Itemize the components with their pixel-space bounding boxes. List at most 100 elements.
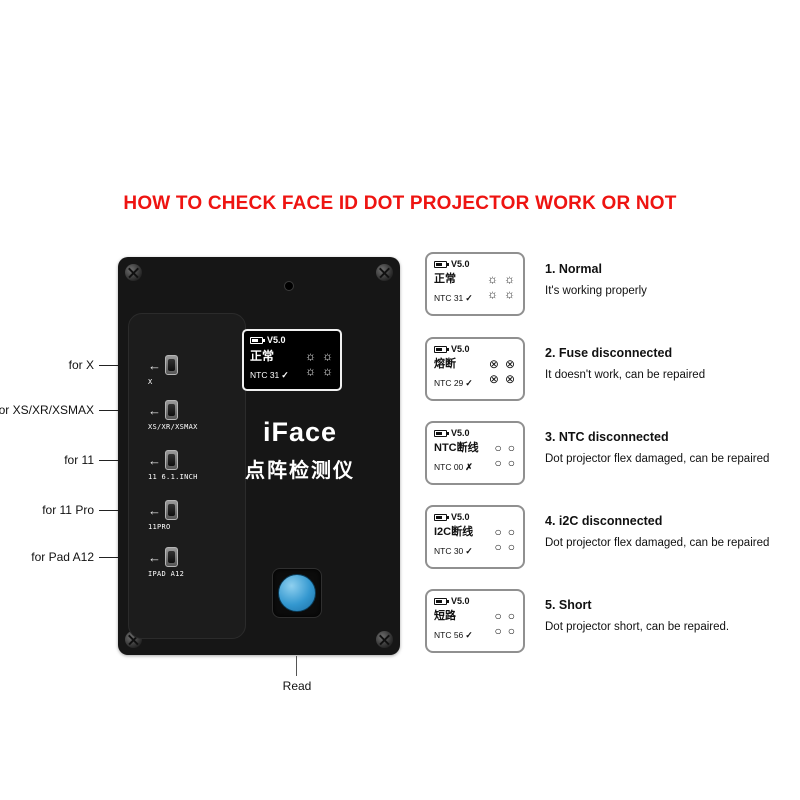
result-icon: ✗ xyxy=(465,461,473,472)
projector-icon: ☼ xyxy=(322,364,333,379)
callout-label: for X xyxy=(68,358,94,372)
projector-icon-grid: ○ ○ ○ ○ xyxy=(495,440,517,473)
screw-icon xyxy=(376,264,393,281)
projector-icon: ○ xyxy=(494,456,502,471)
callout-label: for 11 Pro xyxy=(42,503,94,517)
card-body: 短路 NTC 56✓ ○ ○ ○ ○ xyxy=(434,608,516,641)
card-body: 正常 NTC 31✓ ☼ ☼ ☼ ☼ xyxy=(434,271,516,304)
card-body: I2C断线 NTC 30✓ ○ ○ ○ ○ xyxy=(434,524,516,557)
battery-icon xyxy=(434,597,449,605)
projector-icon: ○ xyxy=(507,525,515,540)
card-readings: 熔断 NTC 29✓ xyxy=(434,356,473,389)
result-icon: ✓ xyxy=(465,292,473,303)
ntc-label: NTC 29 xyxy=(434,377,464,388)
case-description: Dot projector flex damaged, can be repai… xyxy=(545,537,770,549)
case-card-ntc: V5.0 NTC断线 NTC 00✗ ○ ○ ○ ○ xyxy=(425,421,525,485)
camera-hole xyxy=(284,281,294,291)
screw-icon xyxy=(376,631,393,648)
battery-icon xyxy=(250,336,265,344)
projector-icon: ☼ xyxy=(487,287,498,302)
port-row-xs-xr-xsmax: ← XS/XR/XSMAX xyxy=(148,399,248,431)
projector-icon-grid: ○ ○ ○ ○ xyxy=(495,524,517,557)
port-connector xyxy=(165,547,178,567)
card-header: V5.0 xyxy=(434,344,516,354)
battery-icon xyxy=(434,513,449,521)
port-row-ipad-a12: ← IPAD A12 xyxy=(148,546,248,578)
version-label: V5.0 xyxy=(267,335,286,345)
version-label: V5.0 xyxy=(451,259,470,269)
projector-icon: ☼ xyxy=(305,364,316,379)
projector-icon: ☼ xyxy=(305,348,316,363)
battery-icon xyxy=(434,260,449,268)
projector-icon: ☼ xyxy=(504,272,515,287)
port-row-11: ← 11 6.1.INCH xyxy=(148,449,248,481)
brand-label: iFace xyxy=(262,417,338,447)
ntc-row: NTC 56✓ xyxy=(434,630,473,641)
ntc-row: NTC 31✓ xyxy=(250,370,289,381)
left-arrow-icon: ← xyxy=(148,452,161,468)
read-button-dome xyxy=(278,574,316,612)
left-arrow-icon: ← xyxy=(148,402,161,418)
callout-label: for XS/XR/XSMAX xyxy=(0,403,94,417)
projector-icon: ○ xyxy=(507,624,515,639)
ntc-label: NTC 56 xyxy=(434,629,464,640)
callout-line xyxy=(99,556,118,558)
card-readings: 正常 NTC 31✓ xyxy=(434,271,473,304)
callout-line xyxy=(99,509,118,511)
ntc-label: NTC 31 xyxy=(250,370,280,381)
port-line: ← xyxy=(148,399,248,421)
callout-for-xs-xr-xsmax: for XS/XR/XSMAX xyxy=(0,403,118,417)
case-text-fuse: 2. Fuse disconnected It doesn't work, ca… xyxy=(545,346,795,381)
status-label: 短路 xyxy=(434,610,456,622)
case-text-i2c: 4. i2C disconnected Dot projector flex d… xyxy=(545,514,795,549)
port-line: ← xyxy=(148,354,248,376)
projector-icon: ○ xyxy=(507,456,515,471)
callout-label: for 11 xyxy=(64,453,94,467)
projector-icon: ○ xyxy=(494,624,502,639)
callout-line xyxy=(99,409,118,411)
port-label: 11PRO xyxy=(148,523,171,531)
ntc-label: NTC 31 xyxy=(434,292,464,303)
callout-for-11: for 11 xyxy=(64,453,118,467)
device-body: ← X ← XS/XR/XSMAX ← 11 6.1.INCH ← 11P xyxy=(118,257,400,655)
card-body: NTC断线 NTC 00✗ ○ ○ ○ ○ xyxy=(434,440,516,473)
case-card-fuse: V5.0 熔断 NTC 29✓ ⊗ ⊗ ⊗ ⊗ xyxy=(425,337,525,401)
status-label: 熔断 xyxy=(434,358,456,370)
projector-icon: ○ xyxy=(507,540,515,555)
port-line: ← xyxy=(148,499,248,521)
status-label: 正常 xyxy=(250,349,275,363)
port-connector xyxy=(165,355,178,375)
port-line: ← xyxy=(148,449,248,471)
ntc-label: NTC 00 xyxy=(434,461,464,472)
callout-for-11-pro: for 11 Pro xyxy=(42,503,118,517)
ntc-label: NTC 30 xyxy=(434,545,464,556)
result-icon: ✓ xyxy=(465,545,473,556)
port-row-x: ← X xyxy=(148,354,248,386)
port-line: ← xyxy=(148,546,248,568)
projector-icon: ○ xyxy=(507,609,515,624)
case-card-i2c: V5.0 I2C断线 NTC 30✓ ○ ○ ○ ○ xyxy=(425,505,525,569)
read-pointer-line xyxy=(296,656,297,676)
projector-icon: ○ xyxy=(494,525,502,540)
case-text-normal: 1. Normal It's working properly xyxy=(545,262,795,297)
left-arrow-icon: ← xyxy=(148,357,161,373)
card-header: V5.0 xyxy=(434,596,516,606)
port-label: 11 6.1.INCH xyxy=(148,473,198,481)
read-button[interactable] xyxy=(272,568,322,618)
device-display: V5.0 正常 NTC 31✓ ☼ ☼ ☼ ☼ xyxy=(242,329,342,391)
case-description: It's working properly xyxy=(545,285,647,297)
projector-icon: ⊗ xyxy=(488,372,499,387)
version-label: V5.0 xyxy=(451,512,470,522)
port-label: XS/XR/XSMAX xyxy=(148,423,198,431)
case-text-ntc: 3. NTC disconnected Dot projector flex d… xyxy=(545,430,795,465)
card-readings: 短路 NTC 56✓ xyxy=(434,608,473,641)
display-readings: 正常 NTC 31✓ xyxy=(250,347,289,381)
projector-icon: ○ xyxy=(507,441,515,456)
projector-icon: ⊗ xyxy=(504,357,515,372)
ntc-row: NTC 30✓ xyxy=(434,546,473,557)
port-label: X xyxy=(148,378,153,386)
ntc-row: NTC 00✗ xyxy=(434,462,479,473)
case-text-short: 5. Short Dot projector short, can be rep… xyxy=(545,598,795,633)
port-connector xyxy=(165,400,178,420)
